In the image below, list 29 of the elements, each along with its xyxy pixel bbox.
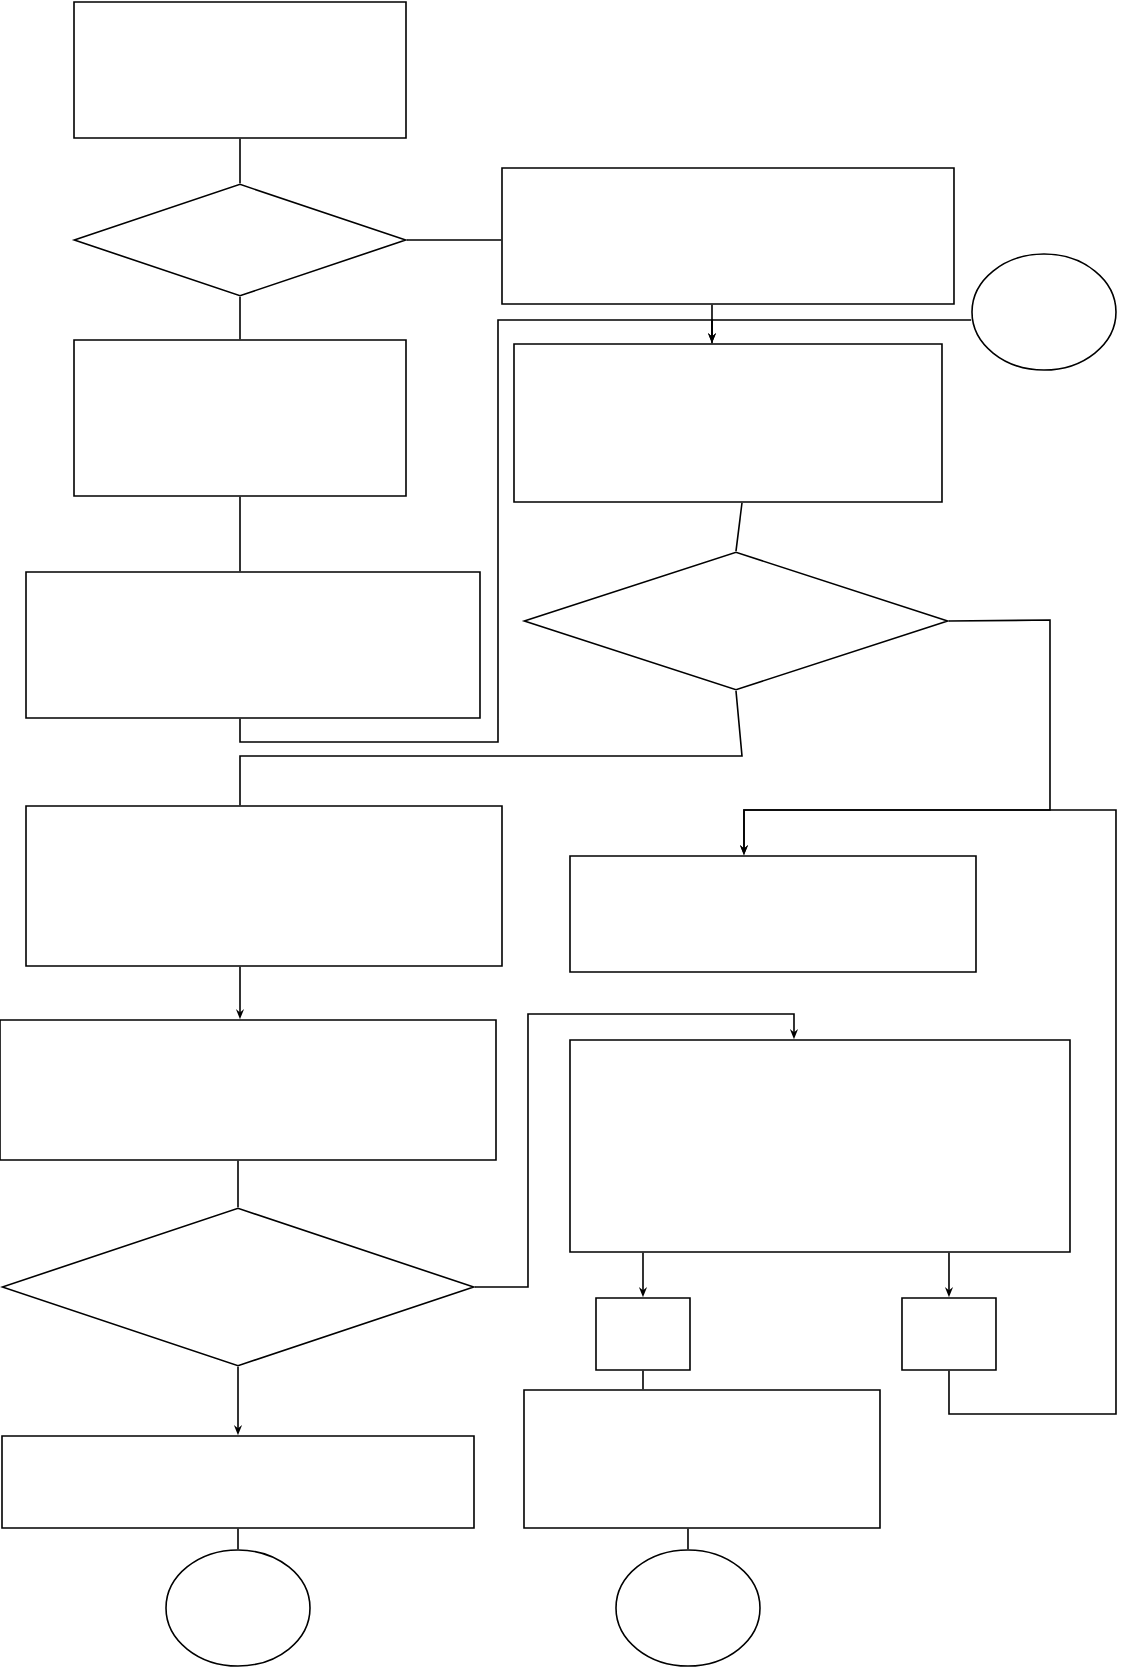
- process-box: [25, 805, 503, 967]
- connector-line: [735, 502, 743, 552]
- process-box: [523, 1389, 881, 1529]
- connector-line: [406, 239, 502, 241]
- connector-line: [687, 1528, 689, 1550]
- process-box: [25, 571, 481, 719]
- terminal-oval: [971, 253, 1117, 371]
- connector-line: [239, 690, 743, 806]
- connector-line: [237, 1160, 239, 1208]
- connector-line: [642, 1370, 644, 1390]
- connector-line: [237, 1528, 239, 1550]
- connector-line: [239, 296, 241, 341]
- process-box: [73, 339, 407, 497]
- process-box: [501, 167, 955, 305]
- connector-line: [239, 496, 241, 572]
- process-box: [901, 1297, 997, 1371]
- process-box: [73, 1, 407, 139]
- arrow: [474, 1013, 799, 1288]
- process-box: [569, 1039, 1071, 1253]
- process-box: [595, 1297, 691, 1371]
- connector-line: [711, 304, 713, 345]
- process-box: [569, 855, 977, 973]
- process-box: [0, 1019, 497, 1161]
- connector-line: [239, 138, 241, 184]
- terminal-oval: [615, 1549, 761, 1667]
- terminal-oval: [165, 1549, 311, 1667]
- process-box: [513, 343, 943, 503]
- arrow: [239, 319, 717, 743]
- process-box: [1, 1435, 475, 1529]
